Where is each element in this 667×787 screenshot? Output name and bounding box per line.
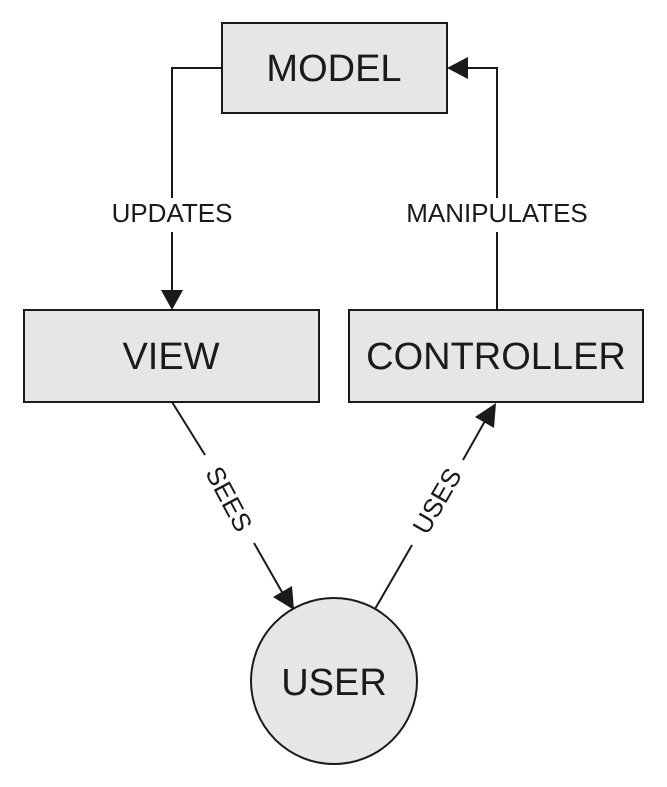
- node-view-label: VIEW: [122, 336, 219, 378]
- node-user-circle: [250, 597, 418, 765]
- node-model: MODEL: [221, 22, 448, 114]
- node-controller-label: CONTROLLER: [366, 336, 626, 378]
- node-view-box: [23, 309, 320, 403]
- edge-sees-line-top: [171, 401, 206, 456]
- edge-manipulates: MANIPULATES: [406, 57, 588, 310]
- edge-uses-line-bottom: [374, 544, 413, 610]
- edge-label-updates: UPDATES: [112, 198, 233, 228]
- node-model-box: [221, 22, 448, 114]
- edge-sees-line-bottom: [253, 542, 283, 593]
- edge-label-manipulates: MANIPULATES: [406, 198, 588, 228]
- edge-sees-arrowhead: [273, 586, 294, 610]
- edge-updates-line-top: [171, 67, 222, 198]
- edge-uses-arrowhead: [475, 403, 496, 428]
- edge-label-sees: SEES: [199, 461, 258, 536]
- edge-uses: USES: [374, 403, 496, 610]
- edge-updates: UPDATES: [112, 67, 233, 310]
- node-model-label: MODEL: [266, 48, 401, 90]
- edge-manipulates-line-top: [466, 67, 498, 198]
- node-user: USER: [250, 597, 418, 765]
- edge-uses-line-top: [462, 420, 486, 461]
- node-view: VIEW: [23, 309, 320, 403]
- node-controller-box: [348, 309, 644, 403]
- edge-sees: SEES: [171, 401, 294, 610]
- edge-updates-arrowhead: [161, 290, 183, 310]
- edge-manipulates-arrowhead: [447, 57, 468, 79]
- edge-label-uses: USES: [406, 463, 467, 539]
- node-controller: CONTROLLER: [348, 309, 644, 403]
- node-user-label: USER: [281, 662, 387, 704]
